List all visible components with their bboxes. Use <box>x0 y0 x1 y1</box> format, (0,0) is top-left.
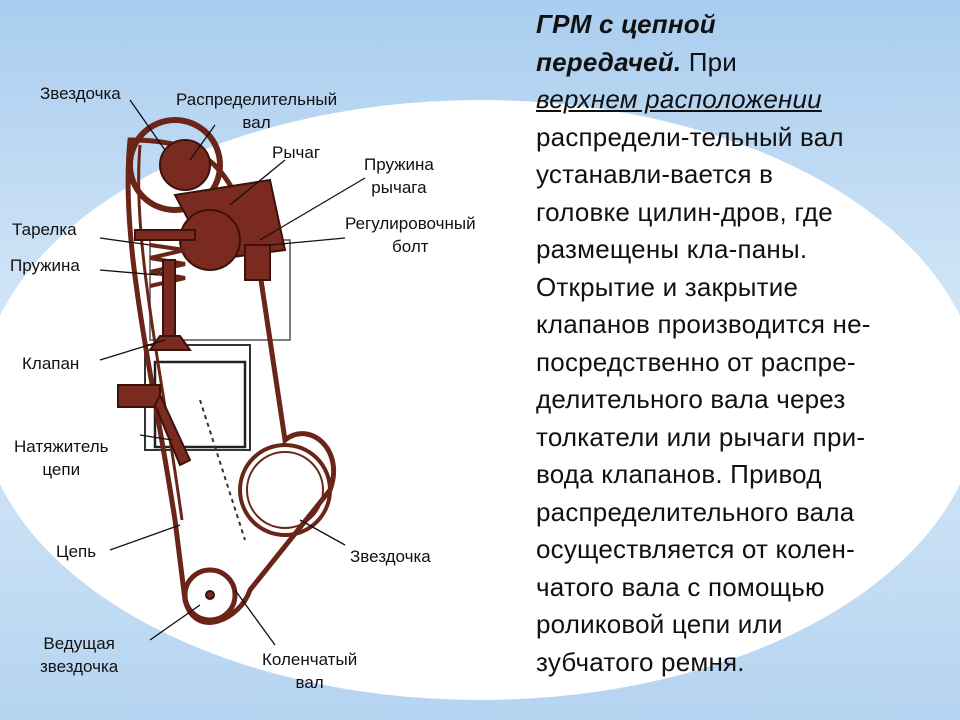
label-chain-text: Цепь <box>56 542 97 561</box>
label-lever-spring: Пружина рычага <box>364 153 434 199</box>
body-line-1: распредели-тельный вал <box>536 121 844 152</box>
leader-spring <box>99 269 159 276</box>
heading-line1: ГРМ с цепной <box>536 9 716 39</box>
label-sprocket-bottom: Звездочка <box>350 545 431 568</box>
label-valve: Клапан <box>22 352 79 375</box>
label-spring-text: Пружина <box>10 256 80 275</box>
body-line-5: Открытие и закрытие <box>536 271 799 302</box>
camshaft <box>159 139 211 191</box>
valve-plate <box>134 229 196 241</box>
leader-tensioner <box>139 434 173 441</box>
leader-plate <box>99 237 151 246</box>
label-sprocket-top: Звездочка <box>40 82 121 105</box>
label-adjusting-bolt-line2: болт <box>392 237 429 256</box>
label-sprocket-top-text: Звездочка <box>40 84 121 103</box>
drive-sprocket <box>182 567 238 623</box>
leader-camshaft <box>189 124 216 161</box>
bottom-sprocket <box>238 443 332 537</box>
body-line-14: роликовой цепи или <box>536 609 783 639</box>
adjusting-bolt <box>244 244 271 281</box>
chain-tensioner <box>117 384 161 408</box>
body-line-11: распределительного вала <box>536 496 855 527</box>
label-drive-sprocket-line1: Ведущая <box>43 634 115 653</box>
body-line-4: размещены кла-паны. <box>536 234 808 264</box>
label-lever: Рычаг <box>272 141 320 164</box>
label-crankshaft: Коленчатый вал <box>262 648 357 694</box>
label-sprocket-bottom-text: Звездочка <box>350 547 431 566</box>
bottom-sprocket-inner <box>246 451 324 529</box>
body-line-10: вода клапанов. Привод <box>536 459 822 489</box>
description-text: ГРМ с цепной передачей. При верхнем расп… <box>536 6 956 681</box>
valve-spring <box>149 243 186 288</box>
label-drive-sprocket-line2: звездочка <box>40 657 119 676</box>
label-camshaft-line1: Распределительный <box>176 90 338 109</box>
body-line-3: головке цилин-дров, где <box>536 196 833 227</box>
label-adjusting-bolt: Регулировочный болт <box>345 212 476 258</box>
body-line-12: осуществляется от колен- <box>536 534 855 564</box>
label-valve-text: Клапан <box>22 354 80 373</box>
leader-sprocket-top <box>129 99 166 151</box>
body-line-13: чатого вала с помощью <box>536 571 825 602</box>
body-line-7: посредственно от распре- <box>536 346 856 377</box>
label-drive-sprocket: Ведущая звездочка <box>40 632 118 678</box>
label-plate-text: Тарелка <box>12 220 77 239</box>
leader-drive-sprocket <box>149 604 201 641</box>
label-camshaft: Распределительный вал <box>176 88 337 134</box>
label-plate: Тарелка <box>12 218 77 241</box>
leader-lever-spring <box>259 177 366 241</box>
label-lever-spring-line1: Пружина <box>364 155 434 174</box>
leader-valve <box>99 339 166 361</box>
label-spring: Пружина <box>10 254 80 277</box>
label-camshaft-line2: вал <box>242 113 271 132</box>
label-adjusting-bolt-line1: Регулировочный <box>345 214 476 233</box>
heading-bold: передачей. <box>536 46 682 77</box>
leader-lever <box>229 159 286 206</box>
drive-sprocket-hub <box>205 590 215 600</box>
label-crankshaft-line1: Коленчатый <box>262 650 358 669</box>
valve-head <box>148 335 192 351</box>
tensioner-arm <box>153 392 192 467</box>
heading-rest: При <box>681 46 737 77</box>
label-crankshaft-line2: вал <box>295 673 324 692</box>
timing-chain-inner <box>137 144 184 521</box>
label-chain: Цепь <box>56 540 96 563</box>
label-lever-text: Рычаг <box>272 143 321 162</box>
top-sprocket <box>127 117 223 213</box>
label-chain-tensioner-line1: Натяжитель <box>14 437 109 456</box>
leader-chain <box>109 524 181 551</box>
label-chain-tensioner: Натяжитель цепи <box>14 435 108 481</box>
timing-chain-diagram <box>99 99 366 646</box>
body-line-9: толкатели или рычаги при- <box>536 421 866 452</box>
leader-adjusting-bolt <box>269 237 346 246</box>
heading-line2: передачей. При <box>536 44 956 82</box>
leader-bottom-sprocket <box>299 519 346 546</box>
body-line-8: делительного вала через <box>536 384 846 414</box>
leader-crankshaft <box>234 589 276 646</box>
connecting-rod <box>199 399 246 541</box>
body-line-2: устанавли-вается в <box>536 159 774 189</box>
label-chain-tensioner-line2: цепи <box>42 460 81 479</box>
body-line-15: зубчатого ремня. <box>536 646 745 677</box>
body-line-6: клапанов производится не- <box>536 309 871 339</box>
label-lever-spring-line2: рычага <box>371 178 427 197</box>
underlined-phrase: верхнем расположении <box>536 84 822 114</box>
